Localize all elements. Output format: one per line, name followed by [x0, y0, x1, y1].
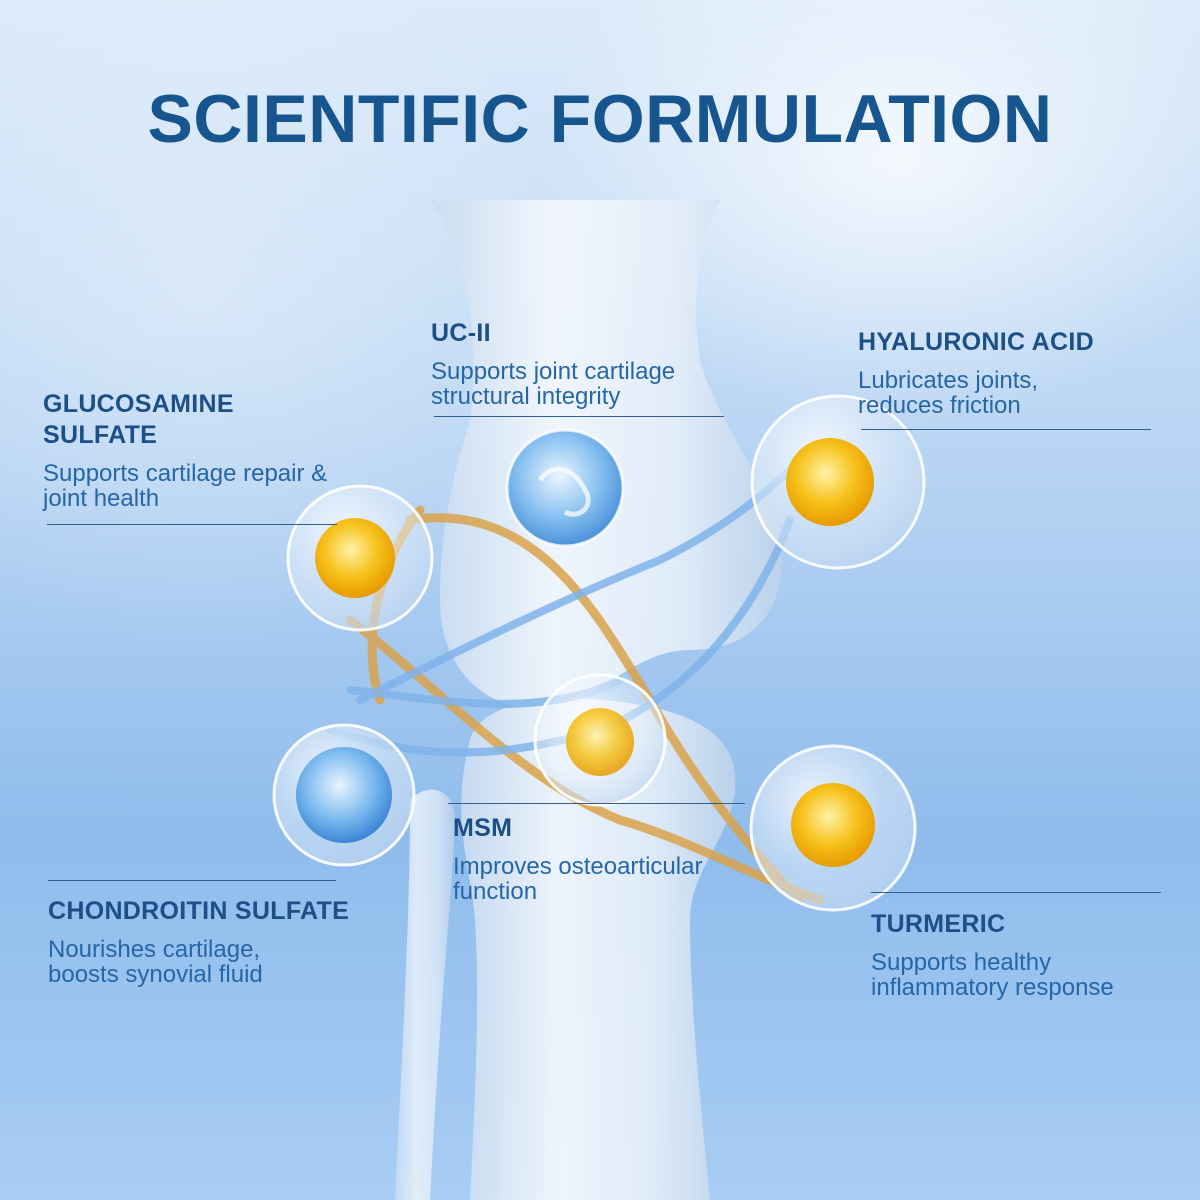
bubble-chondroitin	[272, 723, 416, 867]
callout-glucosamine-name: GLUCOSAMINE SULFATE	[43, 390, 234, 449]
callout-chondroitin-rule	[48, 880, 336, 881]
callout-glucosamine-desc: Supports cartilage repair & joint health	[43, 460, 328, 512]
callout-msm-rule	[448, 803, 745, 804]
bubble-glucosamine	[286, 484, 434, 632]
callout-hyaluronic-name: HYALURONIC ACID	[858, 328, 1094, 356]
bubble-msm	[533, 673, 667, 807]
callout-uc2-rule	[434, 416, 724, 417]
callout-chondroitin: CHONDROITIN SULFATE Nourishes cartilage,…	[48, 880, 408, 987]
bubble-hyaluronic	[750, 394, 926, 570]
fibula-bone	[395, 789, 455, 1200]
callout-uc2-desc: Supports joint cartilage structural inte…	[431, 358, 676, 410]
callout-chondroitin-desc: Nourishes cartilage, boosts synovial flu…	[48, 936, 263, 988]
callout-uc2-name: UC-II	[431, 319, 491, 347]
callout-turmeric-desc: Supports healthy inflammatory response	[871, 949, 1114, 1001]
callout-turmeric: TURMERIC Supports healthy inflammatory r…	[871, 892, 1191, 1000]
callout-hyaluronic-desc: Lubricates joints, reduces friction	[858, 367, 1039, 419]
callout-msm-name: MSM	[453, 814, 513, 842]
callout-uc2: UC-II Supports joint cartilage structura…	[431, 318, 751, 417]
callout-glucosamine: GLUCOSAMINE SULFATE Supports cartilage r…	[43, 389, 373, 525]
callout-glucosamine-rule	[47, 524, 337, 525]
callout-turmeric-name: TURMERIC	[871, 910, 1006, 938]
bubble-uc2	[505, 428, 625, 548]
bubble-turmeric	[749, 744, 917, 912]
callout-msm: MSM Improves osteoarticular function	[448, 803, 773, 905]
callout-turmeric-rule	[871, 892, 1161, 893]
callout-hyaluronic: HYALURONIC ACID Lubricates joints, reduc…	[858, 327, 1178, 430]
callout-chondroitin-name: CHONDROITIN SULFATE	[48, 897, 350, 925]
callout-hyaluronic-rule	[861, 429, 1151, 430]
page-title: SCIENTIFIC FORMULATION	[147, 81, 1053, 157]
tibia-bone	[461, 698, 736, 1200]
callout-msm-desc: Improves osteoarticular function	[453, 853, 703, 905]
